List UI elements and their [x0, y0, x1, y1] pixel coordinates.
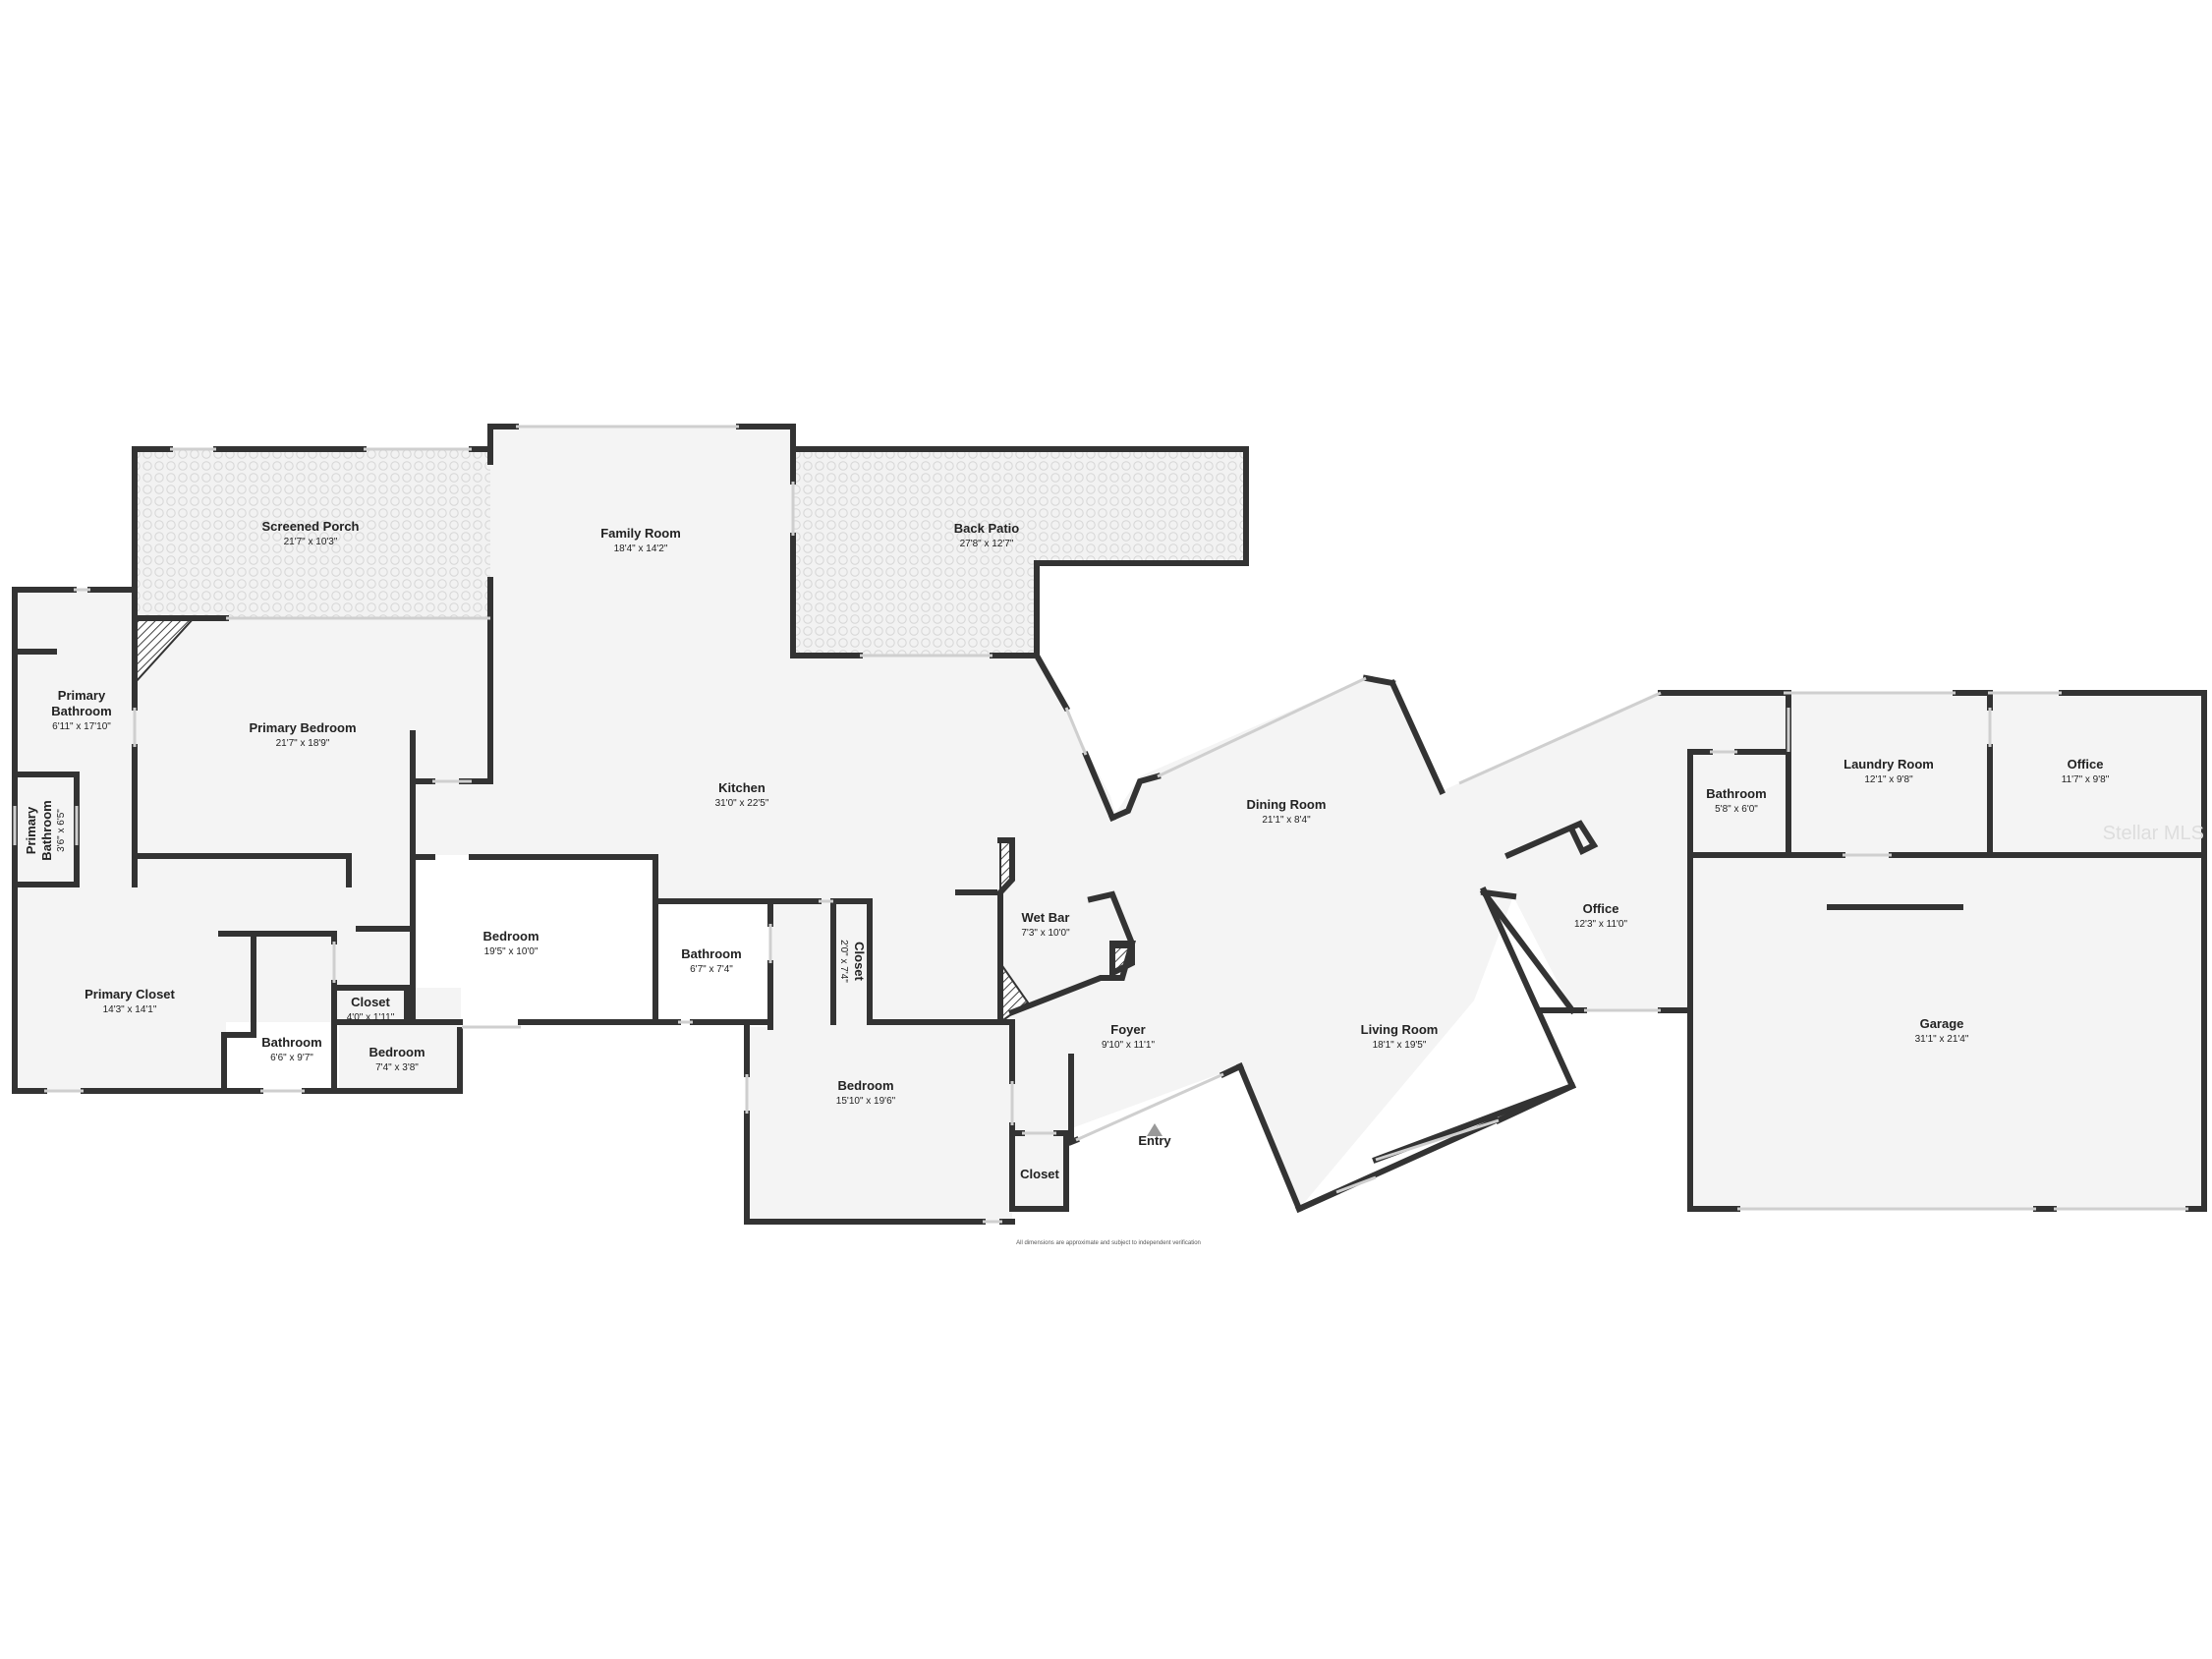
- bathroom-center-dim: 6'7" x 7'4": [690, 964, 733, 975]
- primary-closet-dim: 14'3" x 14'1": [103, 1004, 157, 1015]
- bathroom-east-name: Bathroom: [1706, 786, 1766, 801]
- kitchen-dim: 31'0" x 22'5": [715, 798, 769, 809]
- dining-room-name: Dining Room: [1247, 797, 1327, 812]
- primary-bathroom-dim: 6'11" x 17'10": [52, 721, 111, 732]
- bedroom-south-dim: 15'10" x 19'6": [836, 1096, 896, 1107]
- bedroom-south-name: Bedroom: [837, 1078, 893, 1093]
- entry-arrow-icon: [1147, 1123, 1163, 1136]
- dining-room-dim: 21'1" x 8'4": [1262, 815, 1311, 826]
- screened-porch-dim: 21'7" x 10'3": [284, 537, 338, 547]
- room-labels: Screened Porch 21'7" x 10'3" Family Room…: [24, 519, 2204, 1246]
- entry-label: Entry: [1138, 1133, 1171, 1148]
- office-east-dim: 11'7" x 9'8": [2062, 774, 2110, 785]
- wet-bar-dim: 7'3" x 10'0": [1021, 928, 1070, 939]
- foyer-name: Foyer: [1110, 1022, 1145, 1037]
- garage-dim: 31'1" x 21'4": [1915, 1034, 1969, 1045]
- closet-vertical-dim: 2'0" x 7'4": [838, 940, 849, 983]
- bedroom-center-dim: 19'5" x 10'0": [484, 946, 539, 957]
- foyer-dim: 9'10" x 11'1": [1102, 1040, 1156, 1051]
- office-mid-dim: 12'3" x 11'0": [1574, 919, 1628, 930]
- bathroom-west-dim: 6'6" x 9'7": [270, 1053, 313, 1063]
- primary-bathroom-name-1: Primary: [58, 688, 106, 703]
- office-east-name: Office: [2068, 757, 2104, 772]
- primary-bathroom-name-2: Bathroom: [51, 704, 111, 718]
- watermark: Stellar MLS: [2103, 823, 2204, 844]
- family-room-dim: 18'4" x 14'2": [614, 543, 668, 554]
- laundry-room-name: Laundry Room: [1843, 757, 1934, 772]
- back-patio-name: Back Patio: [954, 521, 1020, 536]
- primary-bathroom-small-name-2: Bathroom: [39, 800, 54, 860]
- living-room-name: Living Room: [1361, 1022, 1439, 1037]
- wet-bar-name: Wet Bar: [1022, 910, 1070, 925]
- primary-bedroom-name: Primary Bedroom: [249, 720, 356, 735]
- kitchen-name: Kitchen: [718, 780, 766, 795]
- bedroom-small-dim: 7'4" x 3'8": [375, 1062, 419, 1073]
- bedroom-small-name: Bedroom: [369, 1045, 425, 1059]
- laundry-room-dim: 12'1" x 9'8": [1864, 774, 1913, 785]
- closet-small-dim: 4'0" x 1'11": [347, 1012, 395, 1023]
- bedroom-center-name: Bedroom: [482, 929, 539, 944]
- closet-vertical-name: Closet: [852, 942, 867, 981]
- bathroom-east-dim: 5'8" x 6'0": [1715, 804, 1758, 815]
- bathroom-center-name: Bathroom: [681, 946, 741, 961]
- screened-porch-name: Screened Porch: [262, 519, 360, 534]
- bathroom-west-name: Bathroom: [261, 1035, 321, 1050]
- garage-name: Garage: [1920, 1016, 1964, 1031]
- office-mid-name: Office: [1583, 901, 1619, 916]
- closet-entry-name: Closet: [1020, 1167, 1059, 1181]
- floor-fills: [15, 427, 2204, 1222]
- primary-bathroom-small-name-1: Primary: [24, 806, 38, 854]
- closet-small-name: Closet: [351, 995, 390, 1009]
- primary-bedroom-dim: 21'7" x 18'9": [276, 738, 330, 749]
- back-patio-dim: 27'8" x 12'7": [960, 539, 1014, 549]
- walls: [12, 424, 2207, 1225]
- primary-bathroom-small-dim: 3'6" x 6'5": [56, 809, 67, 852]
- family-room-name: Family Room: [600, 526, 681, 541]
- windows: [13, 425, 2188, 1224]
- living-room-dim: 18'1" x 19'5": [1373, 1040, 1427, 1051]
- primary-closet-name: Primary Closet: [85, 987, 175, 1001]
- footnote: All dimensions are approximate and subje…: [1016, 1240, 1201, 1246]
